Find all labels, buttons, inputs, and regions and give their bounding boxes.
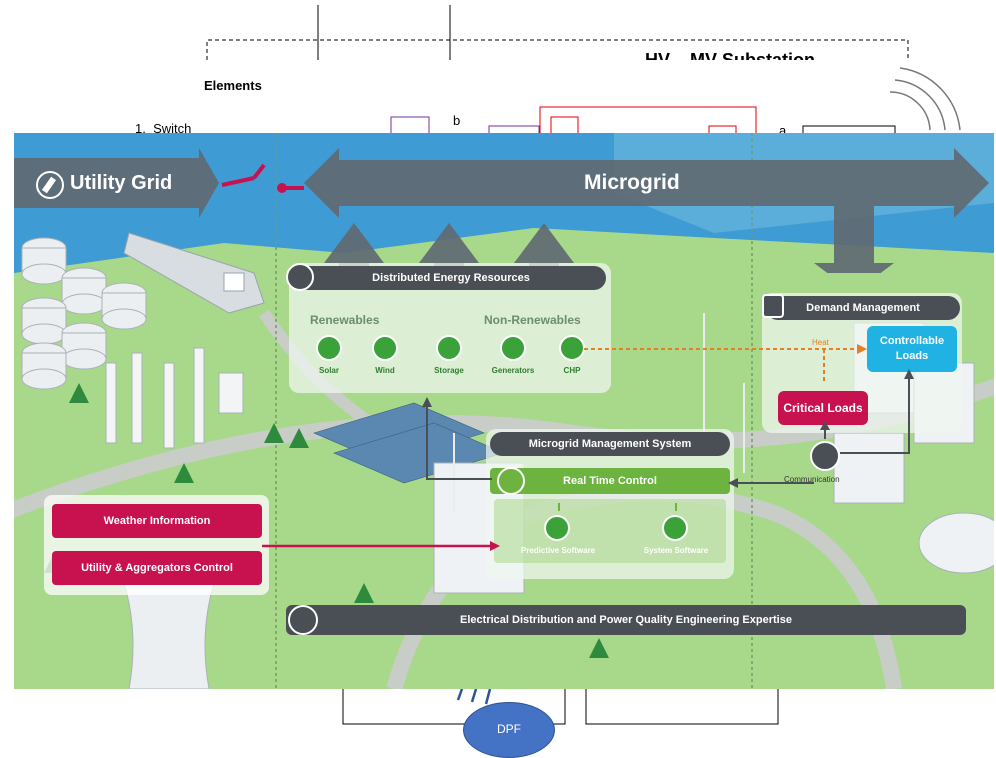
utility-aggregators-box: Utility & Aggregators Control: [52, 551, 262, 585]
communication-label: Communication: [784, 475, 840, 484]
battery-icon: [436, 335, 462, 361]
non-renewables-label: Non-Renewables: [484, 313, 581, 327]
substation-title-clipped: HV – MV Substation: [645, 50, 816, 60]
der-title: Distributed Energy Resources: [296, 266, 606, 290]
expert-head-icon: [288, 605, 318, 635]
wind-label: Wind: [375, 366, 395, 375]
label-b: b: [453, 113, 461, 128]
connector-lines: [262, 344, 914, 551]
system-software-label: System Software: [643, 546, 709, 555]
predictive-software-icon: [544, 515, 570, 541]
mms-title: Microgrid Management System: [490, 432, 730, 456]
generator-icon: [500, 335, 526, 361]
storage-label: Storage: [434, 366, 464, 375]
chp-label: CHP: [563, 366, 581, 375]
power-icon: [497, 467, 525, 495]
expertise-label: Electrical Distribution and Power Qualit…: [460, 614, 792, 626]
solar-label: Solar: [318, 366, 339, 375]
utility-grid-label: Utility Grid: [70, 172, 173, 194]
communication-icon: [810, 441, 840, 471]
expertise-bar: Electrical Distribution and Power Qualit…: [286, 605, 966, 635]
dpf-node: DPF: [463, 702, 555, 758]
microgrid-label: Microgrid: [584, 171, 680, 194]
sun-icon: [316, 335, 342, 361]
controllable-loads-box: Controllable Loads: [867, 326, 957, 372]
plug-icon: [36, 171, 64, 199]
dpf-label: DPF: [497, 722, 521, 736]
heart-pulse-icon: [286, 263, 314, 291]
critical-loads-box: Critical Loads: [778, 391, 868, 425]
elements-heading: Elements: [204, 78, 262, 93]
system-software-icon: [662, 515, 688, 541]
renewables-label: Renewables: [310, 313, 380, 327]
label-a: a: [779, 123, 787, 138]
heat-label: Heat: [812, 338, 829, 347]
microgrid-illustration: Utility Grid Microgrid Distributed Energ…: [14, 133, 994, 689]
realtime-control-bar: Real Time Control: [490, 468, 730, 494]
predictive-software-label: Predictive Software: [520, 546, 596, 555]
power-flow-arrows: [14, 148, 989, 273]
building-icon: [762, 294, 784, 318]
weather-information-box: Weather Information: [52, 504, 262, 538]
demand-title: Demand Management: [766, 296, 960, 320]
wind-turbine-icon: [372, 335, 398, 361]
generators-label: Generators: [491, 366, 535, 375]
list-item-switch: 1. Switch: [135, 121, 192, 136]
